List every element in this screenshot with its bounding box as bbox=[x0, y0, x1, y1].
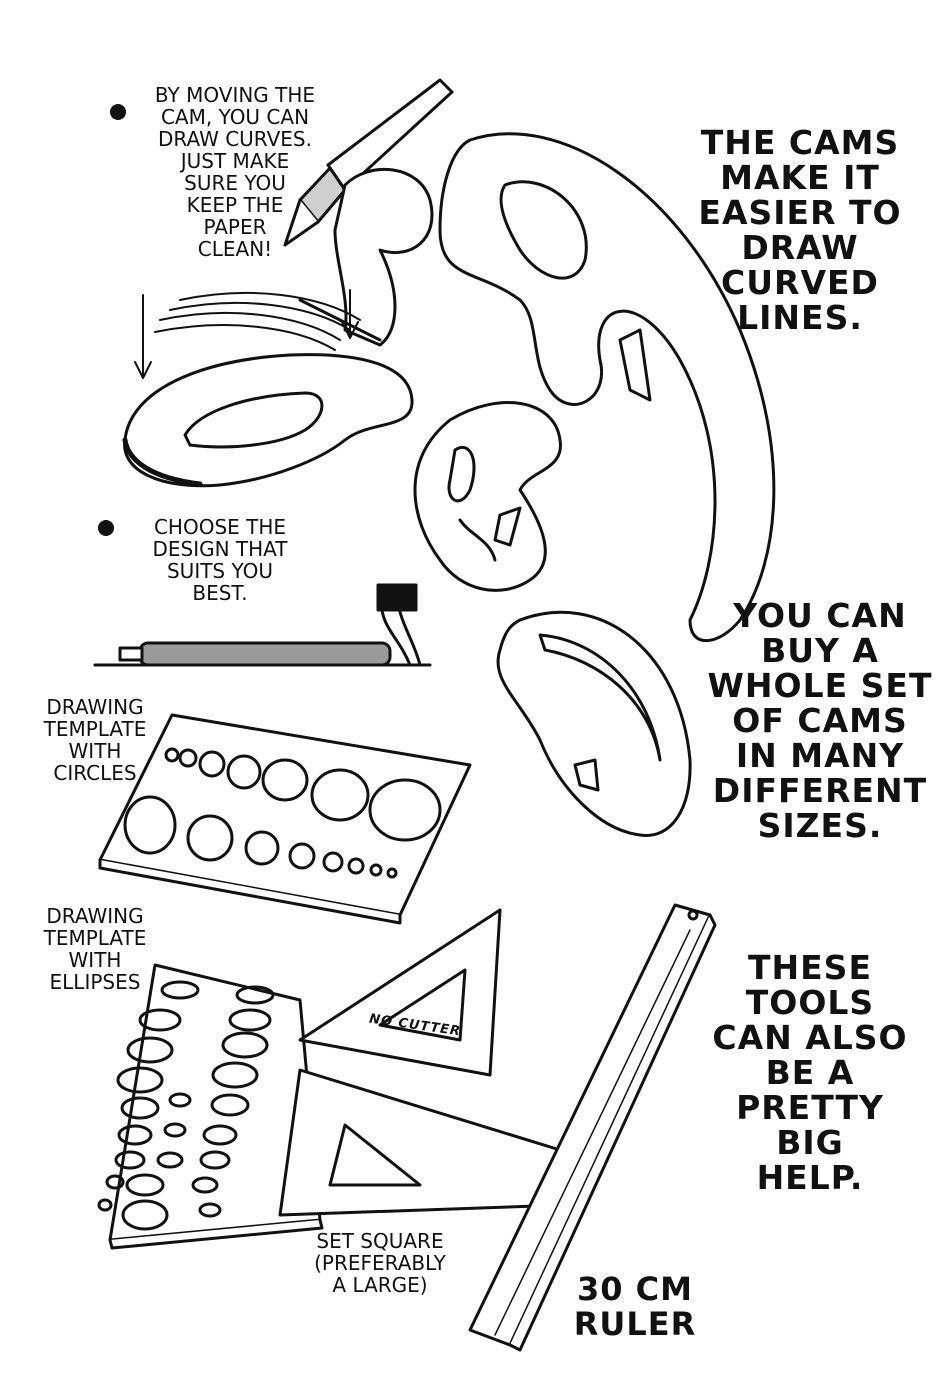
caption-cams-easier: THE CAMS MAKE IT EASIER TO DRAW CURVED L… bbox=[698, 123, 902, 337]
note-moving-cam: BY MOVING THE CAM, YOU CAN DRAW CURVES. … bbox=[154, 83, 316, 261]
ruler bbox=[468, 903, 717, 1352]
label-set-square: SET SQUARE (PREFERABLY A LARGE) bbox=[314, 1229, 446, 1297]
ellipse-template bbox=[97, 963, 324, 1250]
motion-lines bbox=[154, 292, 361, 351]
set-square-lower bbox=[278, 1068, 567, 1217]
roller-cam-side-view bbox=[93, 583, 432, 667]
lower-french-curve bbox=[496, 610, 692, 838]
bullet-dot-icon bbox=[110, 104, 126, 120]
note-choose-design: CHOOSE THE DESIGN THAT SUITS YOU BEST. bbox=[152, 515, 288, 605]
caption-tools-help: THESE TOOLS CAN ALSO BE A PRETTY BIG HEL… bbox=[712, 948, 908, 1197]
large-french-curve bbox=[438, 132, 776, 643]
cam-ring bbox=[122, 353, 414, 488]
middle-french-curve bbox=[413, 401, 562, 592]
label-ruler: 30 CM RULER bbox=[573, 1270, 697, 1343]
set-square-upper bbox=[298, 908, 502, 1077]
down-arrow-icon bbox=[134, 289, 359, 379]
label-ellipse-template: DRAWING TEMPLATE WITH ELLIPSES bbox=[43, 904, 147, 994]
label-circle-template: DRAWING TEMPLATE WITH CIRCLES bbox=[43, 695, 147, 785]
circle-template bbox=[98, 713, 472, 925]
bullet-dot-icon bbox=[98, 520, 114, 536]
caption-buy-set: YOU CAN BUY A WHOLE SET OF CAMS IN MANY … bbox=[707, 596, 933, 845]
hand-with-pen bbox=[283, 78, 454, 347]
